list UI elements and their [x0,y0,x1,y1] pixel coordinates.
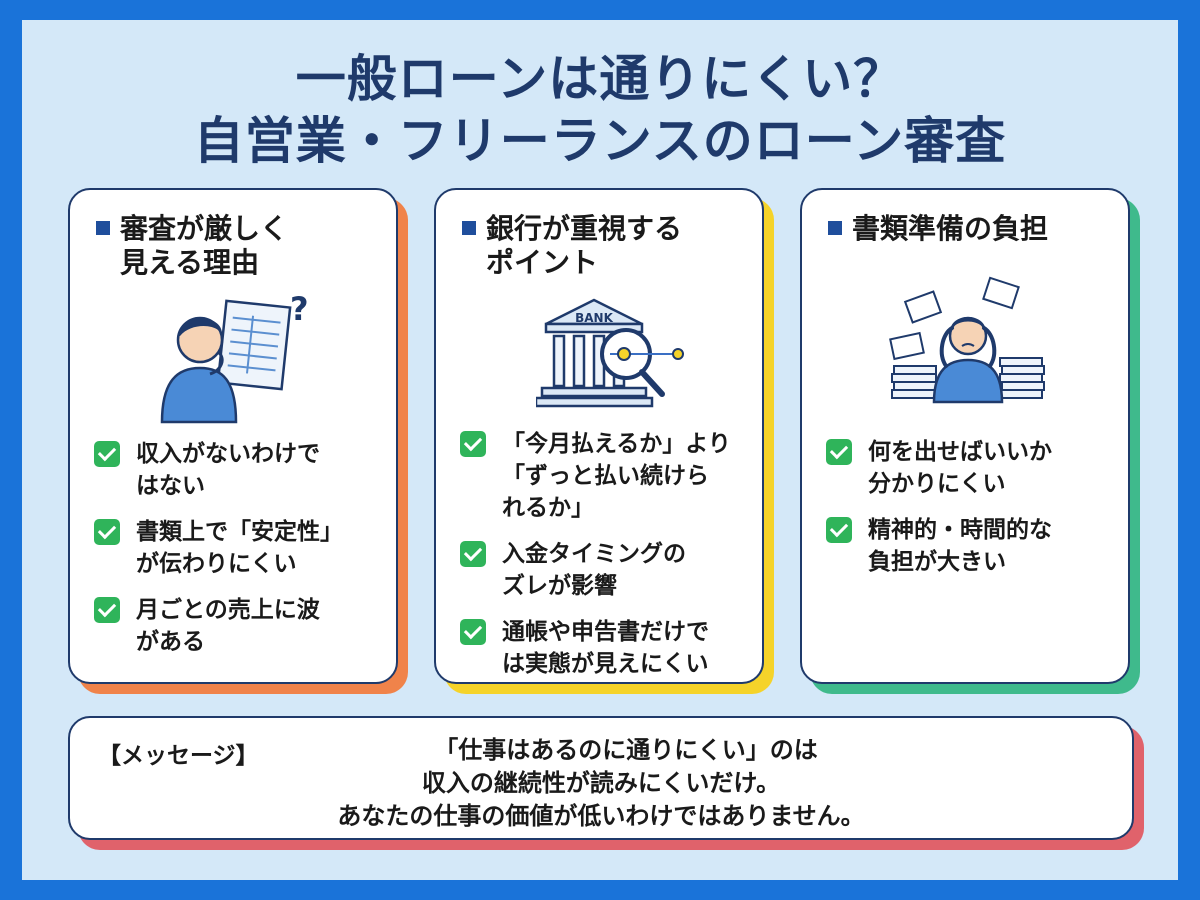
list-item: 書類上で「安定性」 が伝わりにくい [94,516,394,580]
message-box: 【メッセージ】 「仕事はあるのに通りにくい」のは 収入の継続性が読みにくいだけ。… [68,716,1144,850]
check-icon [826,439,852,465]
reason-list: 収入がないわけで はない 書類上で「安定性」 が伝わりにくい 月ごとの売上に波 … [94,438,394,672]
list-item: 通帳や申告書だけで は実態が見えにくい [460,616,760,680]
bank-label: BANK [575,311,613,325]
card-paperwork-burden: 書類準備の負担 何を出せばい [800,188,1140,694]
list-item: 収入がないわけで はない [94,438,394,502]
svg-text:?: ? [290,290,309,328]
list-item: 入金タイミングの ズレが影響 [460,538,760,602]
square-bullet-icon [96,221,110,235]
check-icon [826,517,852,543]
burden-list: 何を出せばいいか 分かりにくい 精神的・時間的な 負担が大きい [826,436,1126,592]
message-label: 【メッセージ】 [98,743,259,769]
card-body: 書類準備の負担 何を出せばい [800,188,1130,684]
list-item: 月ごとの売上に波 がある [94,594,394,658]
message-text: 「仕事はあるのに通りにくい」のは 収入の継続性が読みにくいだけ。 あなたの仕事の… [337,736,865,830]
list-item: 精神的・時間的な 負担が大きい [826,514,1126,578]
check-icon [460,619,486,645]
card-heading: 審査が厳しく 見える理由 [96,212,386,280]
card-body: 審査が厳しく 見える理由 ? 収入がないわけで はない [68,188,398,684]
list-item: 何を出せばいいか 分かりにくい [826,436,1126,500]
list-item: 「今月払えるか」より 「ずっと払い続けら れるか」 [460,428,760,524]
bank-magnifier-icon: BANK [536,298,684,408]
card-bank-focus: 銀行が重視する ポイント BANK 「今月払えるか」より 「ずっと払い続けら [434,188,774,694]
check-icon [460,541,486,567]
page-title: 一般ローンは通りにくい？ 自営業・フリーランスのローン審査 [0,48,1200,172]
title-line-1: 一般ローンは通りにくい？ [295,50,905,108]
card-strict-review: 審査が厳しく 見える理由 ? 収入がないわけで はない [68,188,408,694]
card-heading: 書類準備の負担 [828,212,1118,246]
card-heading: 銀行が重視する ポイント [462,212,752,280]
stressed-person-paperwork-icon [889,276,1045,404]
point-list: 「今月払えるか」より 「ずっと払い続けら れるか」 入金タイミングの ズレが影響… [460,428,760,694]
card-body: 銀行が重視する ポイント BANK 「今月払えるか」より 「ずっと払い続けら [434,188,764,684]
check-icon [94,519,120,545]
check-icon [94,441,120,467]
check-icon [94,597,120,623]
square-bullet-icon [462,221,476,235]
title-line-2: 自営業・フリーランスのローン審査 [193,112,1007,170]
square-bullet-icon [828,221,842,235]
person-reading-document-icon: ? [160,290,309,424]
message-body: 【メッセージ】 「仕事はあるのに通りにくい」のは 収入の継続性が読みにくいだけ。… [68,716,1134,840]
check-icon [460,431,486,457]
